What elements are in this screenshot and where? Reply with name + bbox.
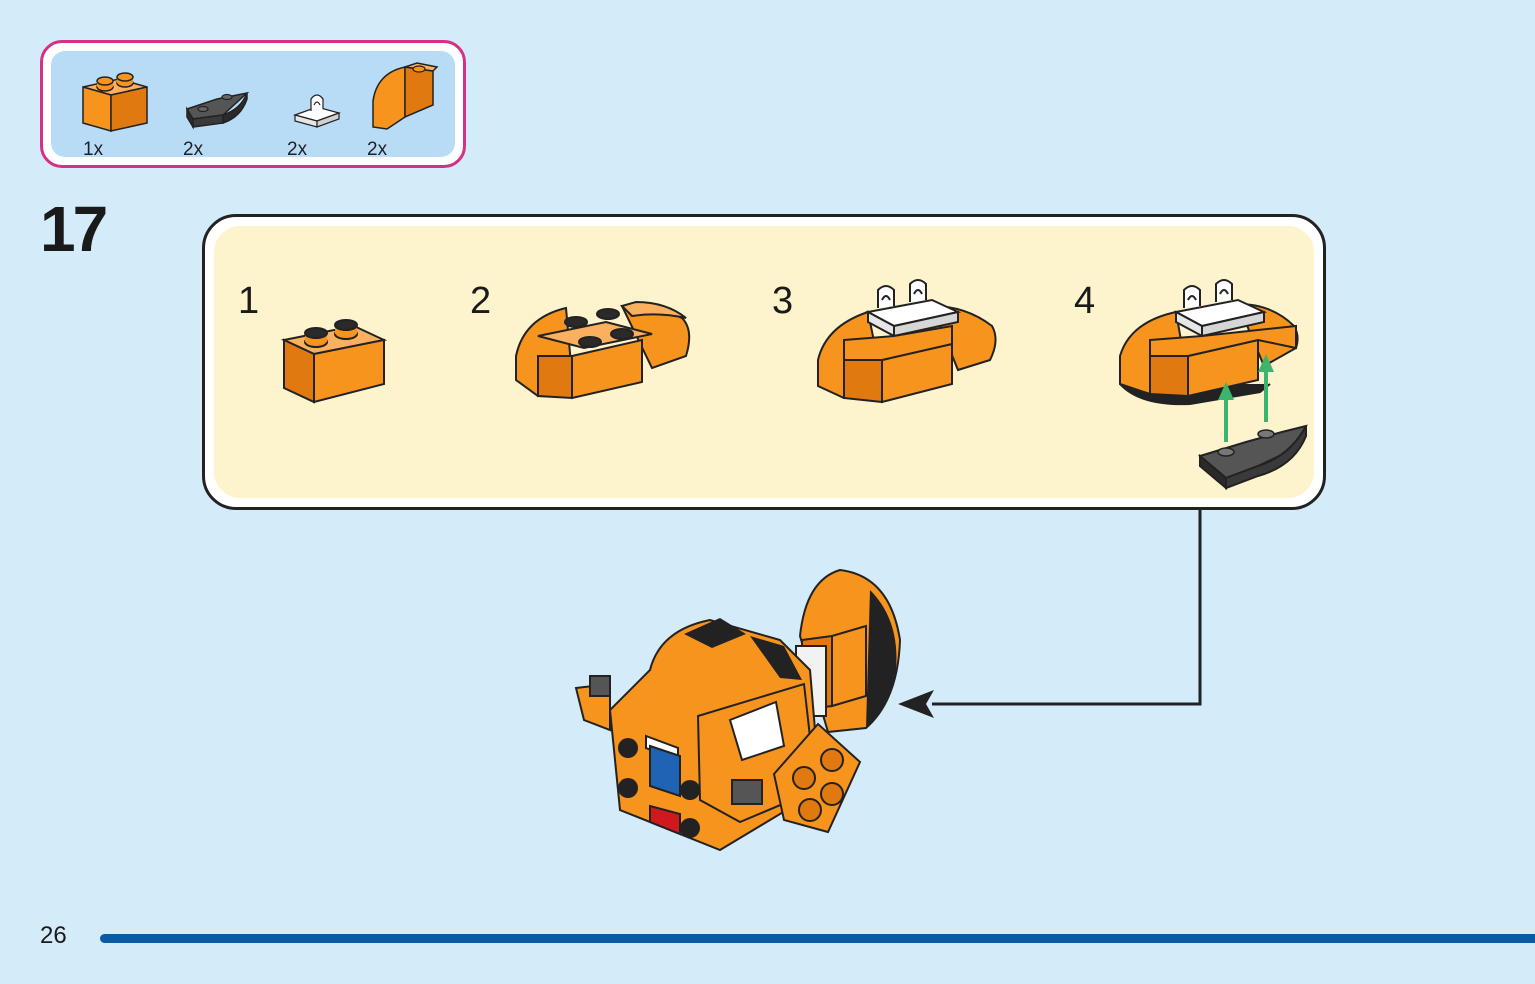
assembly-step-4-illustration xyxy=(1119,279,1308,491)
part-orange-brick: 1x xyxy=(79,57,169,160)
assembly-step-3-illustration xyxy=(817,279,997,404)
parts-list-box: 1x 2x 2x xyxy=(40,40,466,168)
sub-step-number: 2 xyxy=(470,280,492,322)
part-qty: 1x xyxy=(83,139,104,160)
orange-curved-slope-icon xyxy=(372,62,439,130)
white-clip-icon xyxy=(293,94,341,128)
part-white-clip-plate: 2x xyxy=(287,57,377,160)
part-qty: 2x xyxy=(287,139,308,160)
step-number: 17 xyxy=(40,193,108,265)
page-rule xyxy=(100,934,1535,943)
part-orange-curved-slope: 2x xyxy=(367,57,457,160)
orange-brick-illustration xyxy=(280,319,388,404)
arrow-left-icon xyxy=(898,690,934,718)
part-qty: 2x xyxy=(367,139,388,160)
sub-step-number: 3 xyxy=(772,280,794,322)
assembly-step-2-illustration xyxy=(515,300,691,400)
grey-slope-plate-icon xyxy=(185,91,250,130)
part-qty: 2x xyxy=(183,139,204,160)
orange-brick-icon xyxy=(82,72,148,132)
sub-step-2: 2 xyxy=(446,256,726,496)
sub-assembly-panel: 1 2 xyxy=(214,226,1314,498)
sub-step-number: 4 xyxy=(1074,280,1096,322)
sub-step-1: 1 xyxy=(214,256,494,496)
sub-step-number: 1 xyxy=(238,280,260,322)
sub-assembly-box: 1 2 xyxy=(202,214,1326,510)
main-model-illustration xyxy=(574,568,902,852)
sub-step-4: 4 xyxy=(1050,256,1330,496)
part-grey-inverted-slope: 2x xyxy=(183,57,273,160)
page-number: 26 xyxy=(40,922,67,949)
parts-list-panel: 1x 2x 2x xyxy=(51,51,457,160)
sub-step-3: 3 xyxy=(748,256,1028,496)
